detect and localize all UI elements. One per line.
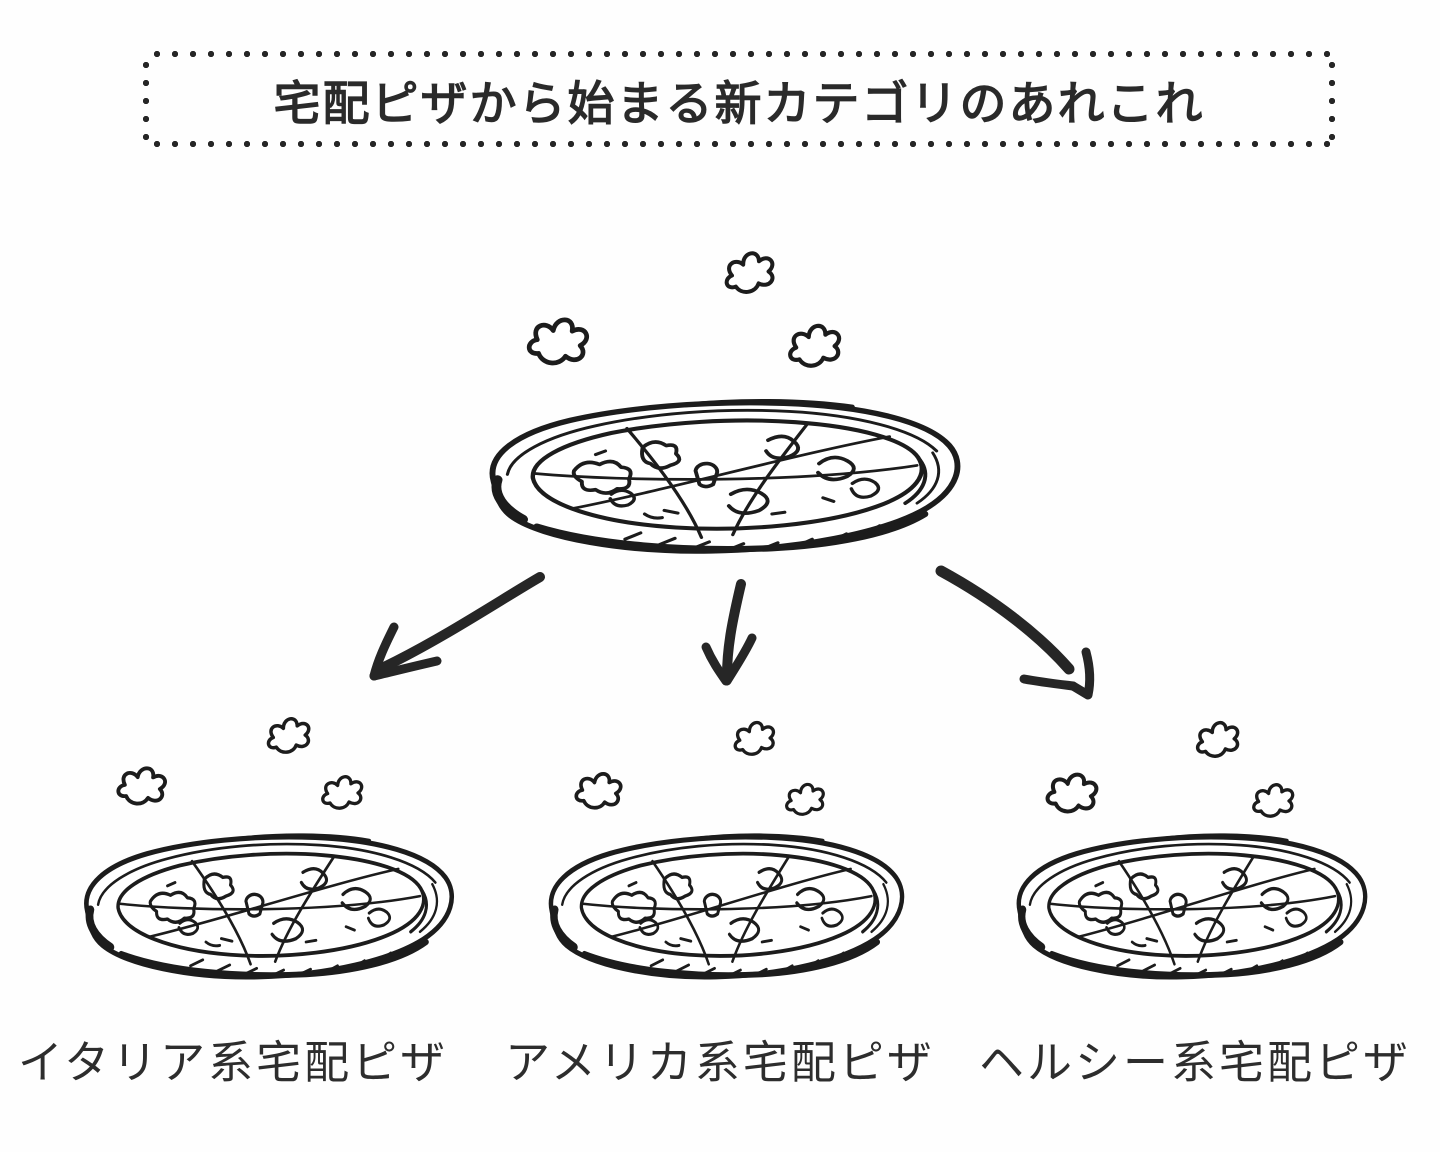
steam-sparkle-icon	[528, 316, 588, 366]
steam-sparkle-icon	[319, 774, 365, 811]
category-label-healthy-text: ヘルシー系宅配ピザ	[979, 1035, 1412, 1089]
steam-sparkle-icon	[264, 715, 313, 756]
category-label-italian: イタリア系宅配ピザ	[18, 1018, 445, 1098]
diagram-title: 宅配ピザから始まる新カテゴリのあれこれ	[273, 76, 1205, 132]
steam-sparkle-icon	[573, 770, 624, 812]
arrow-down-left-icon	[369, 572, 545, 681]
category-label-american-text: アメリカ系宅配ピザ	[505, 1035, 935, 1089]
steam-sparkle-icon	[783, 781, 827, 817]
arrow-down-right-icon	[935, 565, 1095, 700]
category-pizza-american	[551, 719, 902, 977]
category-pizza-italian	[86, 715, 451, 977]
category-label-american: アメリカ系宅配ピザ	[505, 1018, 932, 1098]
steam-sparkle-icon	[788, 324, 841, 367]
steam-sparkle-icon	[1250, 782, 1296, 819]
root-pizza-illustration	[492, 251, 957, 551]
steam-sparkle-icon	[723, 251, 776, 295]
steam-sparkle-icon	[731, 719, 778, 758]
category-label-healthy: ヘルシー系宅配ピザ	[979, 1018, 1408, 1098]
steam-sparkle-icon	[1047, 772, 1098, 814]
arrow-down-icon	[701, 579, 757, 686]
steam-sparkle-icon	[115, 764, 169, 808]
category-label-italian-text: イタリア系宅配ピザ	[17, 1035, 449, 1089]
category-pizza-healthy	[1019, 718, 1365, 977]
title-box: 宅配ピザから始まる新カテゴリのあれこれ	[142, 50, 1336, 148]
steam-sparkle-icon	[1193, 718, 1242, 760]
